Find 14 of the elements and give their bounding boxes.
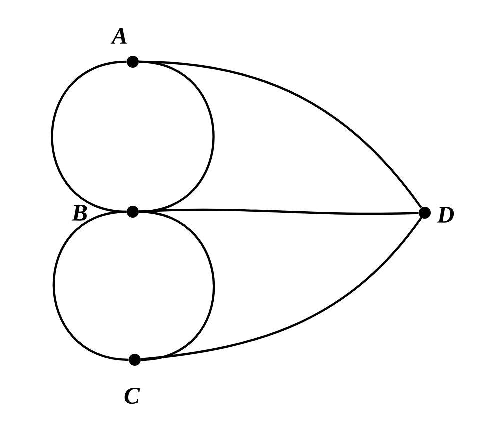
vertex-dot xyxy=(419,207,431,219)
graph-edge xyxy=(52,210,129,362)
graph-edge xyxy=(141,217,422,361)
vertex-label: B xyxy=(72,205,88,221)
vertex-label: D xyxy=(437,207,454,223)
vertex-label: A xyxy=(110,28,127,44)
graph-edge xyxy=(139,210,216,362)
graph-edge xyxy=(139,60,422,209)
vertex-dot xyxy=(129,354,141,366)
vertex-dot xyxy=(127,56,139,68)
vertex-label: C xyxy=(124,388,140,404)
graph-edge xyxy=(51,60,127,214)
graph-edge xyxy=(139,208,419,216)
vertex-dot xyxy=(127,206,139,218)
